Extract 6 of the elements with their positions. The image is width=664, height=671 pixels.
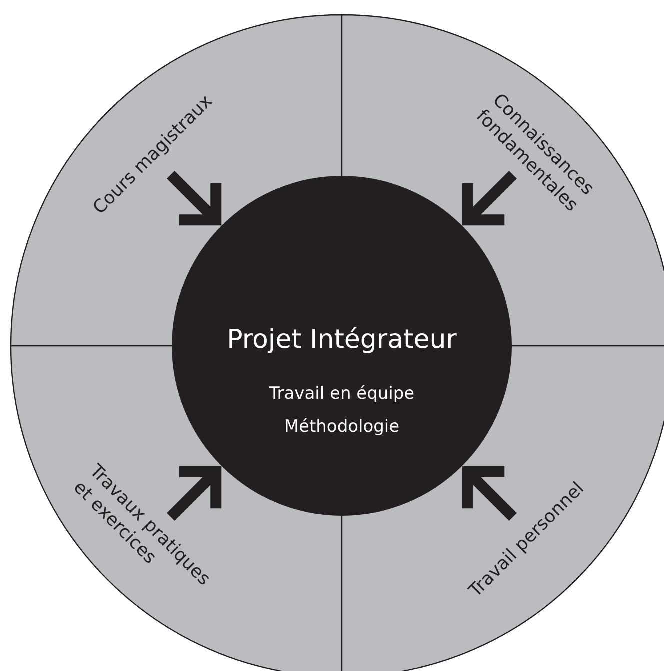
arrow xyxy=(167,171,222,226)
arrow xyxy=(462,466,517,521)
arrow xyxy=(462,171,517,226)
center-subtitle: Travail en équipe Méthodologie xyxy=(268,383,416,439)
arrow xyxy=(167,466,222,521)
center-title: Projet Intégrateur xyxy=(226,325,458,356)
